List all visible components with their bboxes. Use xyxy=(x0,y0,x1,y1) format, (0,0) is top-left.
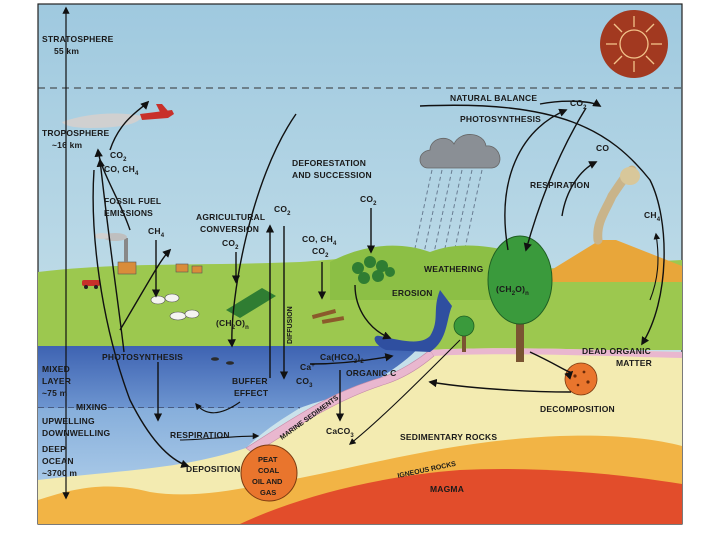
buffer-label: BUFFER xyxy=(232,376,268,386)
volcano-icon xyxy=(548,165,682,282)
mixing-label: MIXING xyxy=(76,402,108,412)
forest-cluster-icon xyxy=(352,256,395,284)
gas-label: GAS xyxy=(260,488,276,497)
co2-deforestation-label: CO2 xyxy=(360,194,377,207)
mixed-label: MIXED xyxy=(42,364,70,374)
co-ch4-mid-label: CO, CH4 xyxy=(302,234,337,247)
oil-and-label: OIL AND xyxy=(252,477,283,486)
sun-icon xyxy=(600,10,668,78)
mixed-depth-label: ~75 m xyxy=(42,388,68,398)
dead-organic-label: DEAD ORGANIC xyxy=(582,346,651,356)
diffusion-label: DIFFUSION xyxy=(287,306,294,344)
ch2o-tree-label: (CH2O)n xyxy=(496,284,529,297)
crop-field-icon xyxy=(226,288,276,318)
ch2o-field-label: (CH2O)n xyxy=(216,318,249,331)
fossil-fuel-label: FOSSIL FUEL xyxy=(104,196,161,206)
houses-icon xyxy=(175,263,203,274)
weathering-label: WEATHERING xyxy=(424,264,484,274)
stratosphere-label: STRATOSPHERE xyxy=(42,34,114,44)
natural-balance-label: NATURAL BALANCE xyxy=(450,93,537,103)
troposphere-label: TROPOSPHERE xyxy=(42,128,110,138)
decomposition-label: DECOMPOSITION xyxy=(540,404,615,414)
deep-ocean xyxy=(38,408,300,480)
logs-icon xyxy=(311,308,345,324)
ocean-mixed-layer xyxy=(38,346,420,408)
agricultural-label: AGRICULTURAL xyxy=(196,212,265,222)
hills xyxy=(330,245,530,300)
large-tree-icon xyxy=(487,235,553,362)
layer-label: LAYER xyxy=(42,376,71,386)
small-tree-icon xyxy=(453,315,475,352)
deep-label: DEEP xyxy=(42,444,66,454)
car-icon xyxy=(82,280,100,289)
co3-label: CO3 xyxy=(296,376,313,389)
coal-label: COAL xyxy=(258,466,280,475)
deep-depth-label: ~3700 m xyxy=(42,468,77,478)
ca-hco3-label: Ca(HCO3)2 xyxy=(320,352,364,365)
co-volcano-label: CO xyxy=(596,143,609,153)
cattle-icon xyxy=(150,293,200,321)
airplane-icon xyxy=(62,104,174,128)
co2-top-label: CO2 xyxy=(570,98,587,111)
co2-plane-label: CO2 xyxy=(110,150,127,163)
river xyxy=(374,290,452,352)
co2-mid-label: CO2 xyxy=(312,246,329,259)
fish-icon xyxy=(211,357,234,365)
ch4-agricultural-label: CH4 xyxy=(148,226,165,239)
downwelling-label: DOWNWELLING xyxy=(42,428,110,438)
co2-agricultural-label: CO2 xyxy=(222,238,239,251)
factory-icon xyxy=(94,233,137,275)
decomposition-pocket xyxy=(564,362,598,396)
ca-label: Ca+ xyxy=(300,362,315,372)
sedimentary-rocks-label: SEDIMENTARY ROCKS xyxy=(400,432,497,442)
respiration-land-label: RESPIRATION xyxy=(530,180,590,190)
photosynthesis-ocean-label: PHOTOSYNTHESIS xyxy=(102,352,183,362)
peat-coal-oil-gas-pocket xyxy=(240,444,298,502)
ch4-volcano-label: CH4 xyxy=(644,210,661,223)
organic-c-label: ORGANIC C xyxy=(346,368,396,378)
effect-label: EFFECT xyxy=(234,388,269,398)
magma-label: MAGMA xyxy=(430,484,464,494)
deforestation-label: DEFORESTATION xyxy=(292,158,366,168)
ocean-label: OCEAN xyxy=(42,456,74,466)
upwelling-label: UPWELLING xyxy=(42,416,95,426)
photosynthesis-atmos-label: PHOTOSYNTHESIS xyxy=(460,114,541,124)
deposition-label: DEPOSITION xyxy=(186,464,240,474)
and-succession-label: AND SUCCESSION xyxy=(292,170,372,180)
emissions-label: EMISSIONS xyxy=(104,208,153,218)
co2-diffusion-label: CO2 xyxy=(274,204,291,217)
caco3-label: CaCO3 xyxy=(326,426,354,439)
co-ch4-plane-label: CO, CH4 xyxy=(104,164,139,177)
respiration-ocean-label: RESPIRATION xyxy=(170,430,230,440)
peat-label: PEAT xyxy=(258,455,278,464)
conversion-label: CONVERSION xyxy=(200,224,259,234)
stratosphere-height: 55 km xyxy=(54,46,79,56)
matter-label: MATTER xyxy=(616,358,652,368)
erosion-label: EROSION xyxy=(392,288,433,298)
troposphere-height: ~16 km xyxy=(52,140,83,150)
magma-layer xyxy=(240,468,682,524)
